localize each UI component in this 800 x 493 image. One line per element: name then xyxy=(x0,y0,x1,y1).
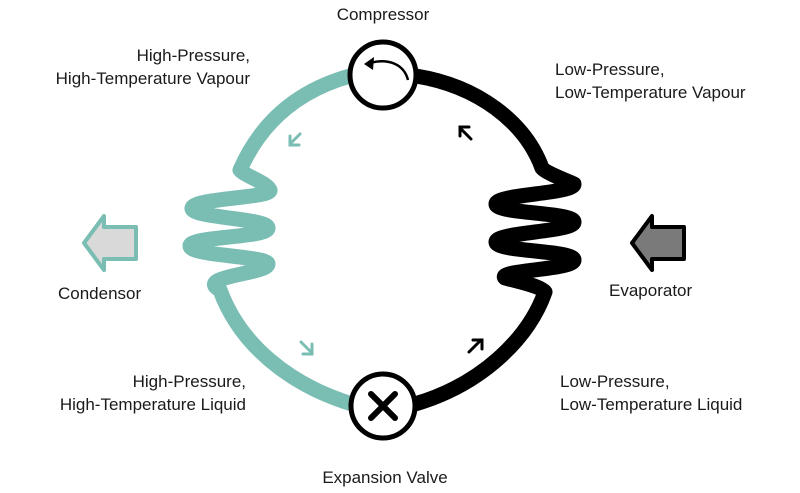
compressor xyxy=(347,39,419,111)
cold-side-pipe xyxy=(407,68,582,412)
condensor-heat-arrow-icon xyxy=(82,214,138,272)
flow-arrow-lower-right-icon xyxy=(467,338,484,354)
flow-arrow-lower-left-icon xyxy=(299,340,314,356)
hot-side-pipe xyxy=(182,68,360,412)
expansion-valve xyxy=(348,371,418,441)
hp-ht-liquid-label: High-Pressure, High-Temperature Liquid xyxy=(59,372,246,414)
condensor-label: Condensor xyxy=(58,284,142,303)
hp-ht-vapour-label: High-Pressure, High-Temperature Vapour xyxy=(55,46,250,88)
flow-arrow-upper-left-icon xyxy=(288,132,302,147)
expansion-valve-label: Expansion Valve xyxy=(322,468,448,487)
valve-x-icon xyxy=(368,391,398,421)
evaporator-label: Evaporator xyxy=(609,281,693,300)
evaporator-heat-arrow-icon xyxy=(630,214,686,272)
lp-lt-liquid-label: Low-Pressure, Low-Temperature Liquid xyxy=(560,372,743,414)
flow-arrow-upper-right-icon xyxy=(458,125,473,141)
lp-lt-vapour-label: Low-Pressure, Low-Temperature Vapour xyxy=(555,60,746,102)
compressor-rotation-icon xyxy=(364,57,410,81)
compressor-label: Compressor xyxy=(336,5,430,24)
